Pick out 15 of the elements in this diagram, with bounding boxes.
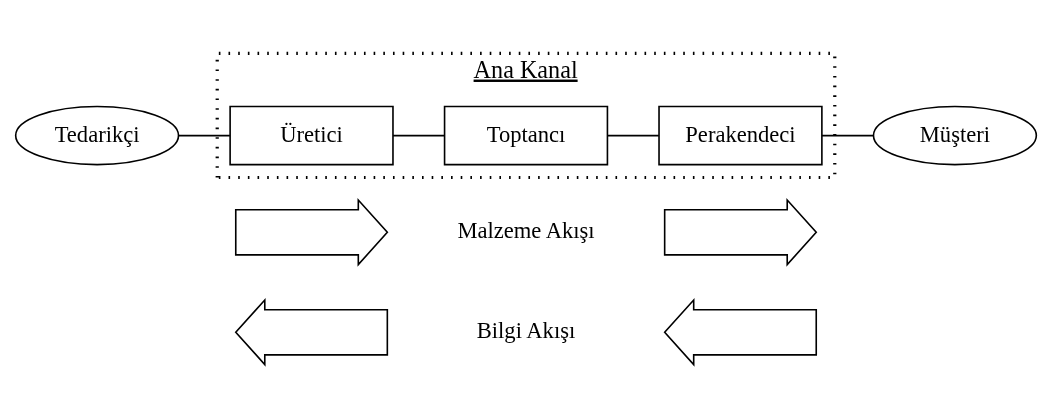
connector <box>606 134 660 137</box>
node-arrow <box>663 297 818 367</box>
connector <box>821 134 875 137</box>
node-ellipse: Tedarikçi <box>14 105 180 166</box>
node-arrow <box>234 198 389 267</box>
node-box: Üretici <box>229 105 394 166</box>
node-arrow <box>663 198 818 267</box>
node-box: Perakendeci <box>658 105 823 166</box>
label: Malzeme Akışı <box>457 218 595 244</box>
connector <box>177 134 231 137</box>
node-arrow <box>234 297 389 367</box>
connector <box>392 134 446 137</box>
node-box: Toptancı <box>443 105 609 166</box>
label: Bilgi Akışı <box>476 318 576 344</box>
node-ellipse: Müşteri <box>872 105 1038 166</box>
